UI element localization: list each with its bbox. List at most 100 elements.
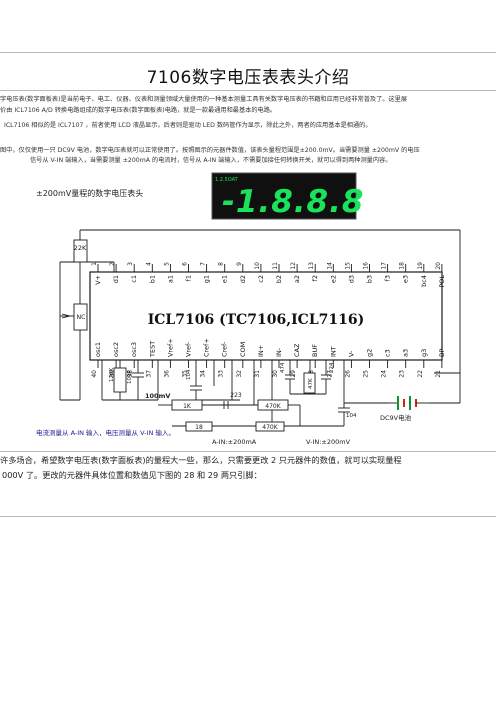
label-c-104: 104 xyxy=(346,413,357,419)
pin-number-bottom: 31 xyxy=(254,370,261,378)
pin-number-top: 6 xyxy=(182,262,189,266)
pin-number-top: 20 xyxy=(435,262,442,270)
pin-number-top: 1 xyxy=(91,262,98,266)
pin-number-top: 19 xyxy=(417,262,424,270)
pin-number-bottom: 34 xyxy=(200,370,207,378)
pin-number-top: 13 xyxy=(308,262,315,270)
pin-label-top: POL xyxy=(438,275,446,288)
pin-label-bottom: Cref+ xyxy=(203,338,211,357)
battery-symbol xyxy=(388,396,430,410)
pin-number-top: 12 xyxy=(290,262,297,270)
pin-label-bottom: COM xyxy=(239,342,247,357)
pin-label-top: V+ xyxy=(94,275,102,285)
pin-label-bottom: IN+ xyxy=(257,345,265,357)
pin-label-top: f2 xyxy=(311,275,319,281)
pin-number-bottom: 36 xyxy=(163,370,170,378)
pin-label-bottom: c3 xyxy=(384,349,392,357)
pin-number-top: 9 xyxy=(236,262,243,266)
figure-bottom-rule xyxy=(0,451,496,452)
pin-label-bottom: osc1 xyxy=(94,342,102,357)
pin-label-bottom: Vref- xyxy=(185,341,193,357)
pin-label-top: e1 xyxy=(221,275,229,283)
paragraph-1: 字电压表(数字面板表)是当前电子、电工、仪器、仪表和测量领域大量使用的一种基本测… xyxy=(0,96,408,103)
pin-label-top: bc4 xyxy=(420,275,428,287)
pin-number-top: 8 xyxy=(218,262,225,266)
pin-label-top: b2 xyxy=(275,275,283,283)
pin-label-bottom: CAZ xyxy=(293,343,301,357)
pin-label-top: d1 xyxy=(112,275,120,283)
bottom-rule xyxy=(0,516,496,517)
label-c-ref-note: 100mV xyxy=(145,392,170,400)
pin-number-bottom: 21 xyxy=(435,370,442,378)
pin-number-top: 2 xyxy=(109,262,116,266)
display-digits: -1.8.8.8 xyxy=(222,184,364,220)
pin-number-bottom: 40 xyxy=(91,370,98,378)
range-label: ±200mV量程的数字电压表头 xyxy=(36,188,143,198)
paragraph-4: 图中，仅仅使用一只 DC9V 电池，数字电压表就可以正常使用了。按照图示的元器件… xyxy=(0,147,420,154)
display-prefix: 1.2.5OAT xyxy=(215,177,239,183)
pin-label-bottom: osc3 xyxy=(130,342,138,357)
pin-label-bottom: a3 xyxy=(402,349,410,357)
pin-label-top: d2 xyxy=(239,275,247,283)
label-battery: DC9V电池 xyxy=(380,413,412,422)
pin-label-top: d3 xyxy=(347,275,355,283)
pin-label-top: e3 xyxy=(402,275,410,283)
pin-number-top: 17 xyxy=(381,262,388,270)
pin-number-top: 7 xyxy=(200,262,207,266)
pin-label-top: b1 xyxy=(148,275,156,283)
pin-label-bottom: V- xyxy=(347,350,355,357)
pin-number-bottom: 26 xyxy=(344,370,351,378)
pin-label-bottom: INT xyxy=(329,346,337,357)
pin-number-top: 10 xyxy=(254,262,261,270)
label-r-osc: 120K xyxy=(109,368,115,382)
pin-label-top: f3 xyxy=(384,275,392,281)
label-c-int: 224 xyxy=(329,362,335,373)
pin-number-top: 15 xyxy=(344,262,351,270)
pin-label-top: f1 xyxy=(185,275,193,281)
pin-number-bottom: 33 xyxy=(218,370,225,378)
pin-number-bottom: 37 xyxy=(145,370,152,378)
pin-number-bottom: 32 xyxy=(236,370,243,378)
pin-label-top: b3 xyxy=(366,275,374,283)
paragraph-5: 信号从 V-IN 端输入，当需要测量 ±200mA 的电流时，信号从 A-IN … xyxy=(30,157,392,164)
pin-label-bottom: BUF xyxy=(311,344,319,357)
note-left: 电流测量从 A-IN 输入，电压测量从 V-IN 输入。 xyxy=(36,428,175,437)
label-r-18: 18 xyxy=(195,424,203,431)
pin-number-top: 11 xyxy=(272,262,279,270)
label-c-223: 223 xyxy=(230,392,242,399)
pin-label-bottom: g2 xyxy=(366,349,374,357)
pin-label-bottom: IN- xyxy=(275,347,283,357)
pin-number-bottom: 25 xyxy=(363,370,370,378)
pin-label-bottom: Cref- xyxy=(221,341,229,357)
r-top-label: 22K xyxy=(74,244,87,252)
led-display: 1.2.5OAT -1.8.8.8 xyxy=(211,172,364,220)
pin-number-bottom: 24 xyxy=(381,370,388,378)
label-r-470k-b: 470K xyxy=(262,424,278,431)
pin-label-bottom: TEST xyxy=(148,341,156,358)
pin-number-bottom: 38 xyxy=(127,370,134,378)
pin-label-top: g1 xyxy=(203,275,211,283)
pin-number-top: 3 xyxy=(127,262,134,266)
label-c-osc: 100P xyxy=(127,370,133,384)
label-r-470k: 470K xyxy=(265,403,281,410)
pin-number-top: 14 xyxy=(326,262,333,270)
pin-number-bottom: 39 xyxy=(109,370,116,378)
label-r-1k: 1K xyxy=(183,403,192,410)
note-v-in: V-IN:±200mV xyxy=(306,438,351,446)
label-c-az: 474 xyxy=(280,362,286,373)
bottom-paragraph-1: 许多场合，希望数字电压表(数字面板表)的量程大一些，那么，只需要更改 2 只元器… xyxy=(0,455,402,465)
pin-label-top: c1 xyxy=(130,275,138,283)
pin-label-top: c2 xyxy=(257,275,265,283)
label-c-ref: 104 xyxy=(186,369,192,380)
pin-label-bottom: g3 xyxy=(420,349,428,357)
page-title: 7106数字电压表表头介绍 xyxy=(146,68,350,88)
pin-label-bottom: BP xyxy=(438,349,446,357)
pin-number-bottom: 23 xyxy=(399,370,406,378)
pin-number-bottom: 29 xyxy=(290,370,297,378)
title-rule xyxy=(0,90,496,91)
pin-label-top: a1 xyxy=(166,275,174,283)
paragraph-2: 价由 ICL7106 A/D 转换电路组成的数字电压表(数字面板表)电路，就是一… xyxy=(0,107,277,114)
pin-label-bottom: osc2 xyxy=(112,342,120,357)
pin-label-bottom: Vref+ xyxy=(166,338,174,357)
chip-name: ICL7106 (TC7106,ICL7116) xyxy=(148,312,365,328)
